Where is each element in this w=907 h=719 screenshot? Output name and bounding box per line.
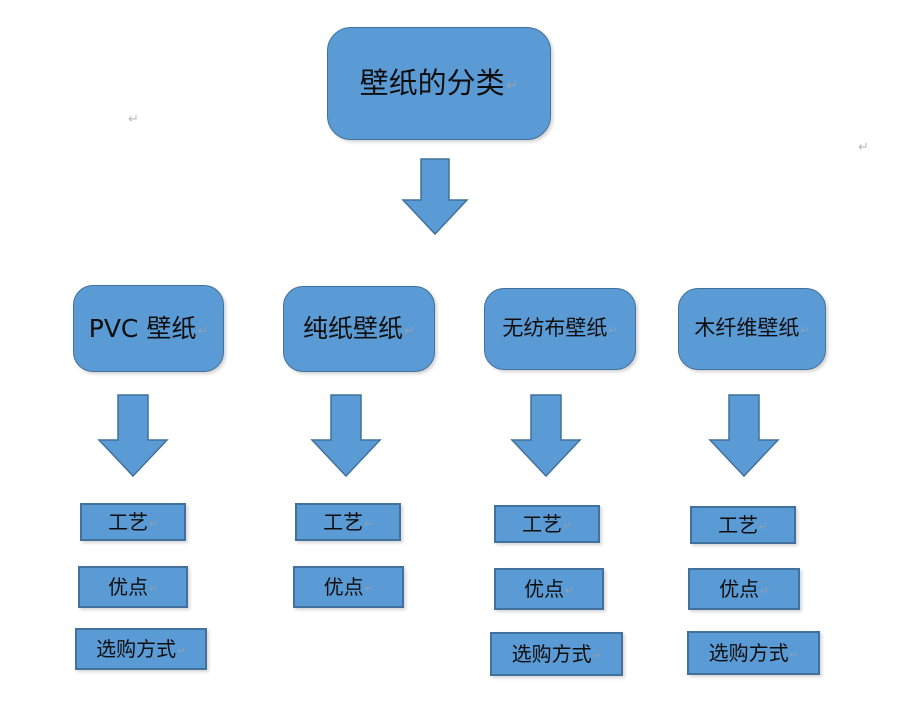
down-arrow-icon-wood-fiber	[708, 394, 780, 478]
leaf-pvc-purchase-method-label: 选购方式↵	[96, 637, 186, 661]
leaf-pvc-craft[interactable]: 工艺↵	[80, 503, 186, 541]
node-root-mark: ↵	[505, 76, 519, 95]
leaf-wood-fiber-purchase-method[interactable]: 选购方式↵	[687, 631, 820, 675]
node-category-pure-paper-label: 纯纸壁纸↵	[303, 314, 415, 344]
leaf-non-woven-purchase-method-label: 选购方式↵	[511, 642, 602, 666]
node-category-non-woven-label: 无纺布壁纸↵	[502, 316, 618, 341]
leaf-non-woven-advantages-mark: ↵	[565, 585, 574, 598]
down-arrow-icon-root	[401, 158, 469, 236]
node-root-label: 壁纸的分类↵	[359, 65, 519, 100]
leaf-wood-fiber-advantages-label: 优点↵	[719, 577, 769, 601]
leaf-pure-paper-advantages[interactable]: 优点↵	[293, 566, 404, 608]
node-category-non-woven[interactable]: 无纺布壁纸↵	[484, 288, 636, 370]
node-category-pure-paper-mark: ↵	[404, 324, 415, 340]
paragraph-mark-left: ↵	[128, 112, 139, 127]
node-category-pvc[interactable]: PVC 壁纸↵	[73, 285, 224, 372]
leaf-non-woven-craft-mark: ↵	[563, 520, 572, 533]
leaf-non-woven-advantages[interactable]: 优点↵	[494, 568, 604, 610]
node-category-wood-fiber-label: 木纤维壁纸↵	[694, 316, 810, 341]
leaf-wood-fiber-purchase-method-label: 选购方式↵	[708, 641, 799, 665]
leaf-non-woven-advantages-label: 优点↵	[524, 577, 574, 601]
leaf-wood-fiber-purchase-method-mark: ↵	[789, 649, 799, 662]
down-arrow-icon-pure-paper	[310, 394, 382, 478]
node-category-wood-fiber-mark: ↵	[800, 323, 810, 337]
leaf-wood-fiber-craft[interactable]: 工艺↵	[690, 506, 796, 544]
leaf-wood-fiber-craft-label: 工艺↵	[718, 513, 768, 537]
node-category-non-woven-mark: ↵	[608, 323, 618, 337]
node-category-pure-paper[interactable]: 纯纸壁纸↵	[283, 286, 435, 372]
node-root-wallpaper-classification[interactable]: 壁纸的分类↵	[327, 27, 551, 140]
paragraph-mark-right: ↵	[858, 140, 869, 155]
leaf-pvc-advantages[interactable]: 优点↵	[78, 566, 188, 608]
node-category-pvc-label: PVC 壁纸↵	[88, 313, 209, 343]
leaf-non-woven-purchase-method[interactable]: 选购方式↵	[490, 632, 623, 676]
leaf-pvc-advantages-label: 优点↵	[108, 575, 158, 599]
leaf-non-woven-purchase-method-mark: ↵	[592, 650, 602, 663]
down-arrow-icon-pvc	[97, 394, 169, 478]
leaf-wood-fiber-advantages[interactable]: 优点↵	[688, 568, 800, 610]
leaf-pure-paper-advantages-mark: ↵	[364, 583, 374, 596]
leaf-wood-fiber-craft-mark: ↵	[759, 521, 768, 534]
down-arrow-icon-non-woven	[510, 394, 582, 478]
leaf-pvc-craft-label: 工艺↵	[108, 510, 158, 534]
leaf-pure-paper-advantages-label: 优点↵	[323, 575, 374, 599]
leaf-pvc-purchase-method[interactable]: 选购方式↵	[75, 628, 207, 670]
leaf-wood-fiber-advantages-mark: ↵	[760, 585, 769, 598]
leaf-pure-paper-craft-mark: ↵	[364, 518, 373, 531]
leaf-non-woven-craft-label: 工艺↵	[522, 512, 572, 536]
leaf-pvc-craft-mark: ↵	[149, 518, 158, 531]
leaf-pure-paper-craft[interactable]: 工艺↵	[295, 503, 401, 541]
leaf-pvc-advantages-mark: ↵	[149, 583, 158, 596]
leaf-non-woven-craft[interactable]: 工艺↵	[494, 505, 600, 543]
node-category-wood-fiber[interactable]: 木纤维壁纸↵	[678, 288, 826, 370]
leaf-pure-paper-craft-label: 工艺↵	[323, 510, 373, 534]
leaf-pvc-purchase-method-mark: ↵	[177, 645, 186, 658]
node-category-pvc-mark: ↵	[197, 323, 209, 339]
